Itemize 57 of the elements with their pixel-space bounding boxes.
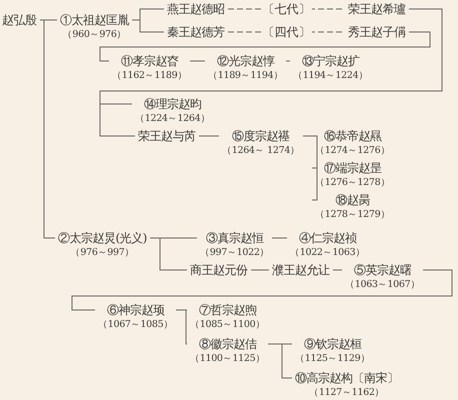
reign-years: （1274～1276）	[315, 144, 390, 157]
ruler-name: 秦王赵德芳	[167, 24, 224, 40]
reign-years: （1100～1125）	[190, 352, 266, 365]
reign-years: （1063～1067）	[345, 278, 420, 291]
connector-line	[40, 20, 56, 238]
ruler-name: ⑰端宗赵昰	[322, 160, 382, 176]
ruler-name: ⑯恭帝赵㬎	[322, 128, 383, 144]
connector-line	[176, 310, 188, 344]
ruler-name: 赵弘殷	[2, 12, 36, 28]
ruler-name: ⑬宁宗赵扩	[300, 53, 360, 69]
connector-line	[150, 238, 188, 270]
ruler-name: ②太宗赵炅(光义)	[58, 230, 147, 246]
ruler-name: 秀王赵子偁	[348, 24, 406, 40]
ruler-name: ⑭理宗赵昀	[142, 96, 202, 112]
reign-years: （1194～1224）	[293, 69, 368, 82]
reign-years: （1189～1194）	[208, 69, 284, 82]
connector-line	[302, 136, 318, 200]
reign-years: （976～997）	[70, 246, 136, 259]
ruler-name: 濮王赵允让	[272, 262, 330, 278]
connector-line	[100, 32, 430, 62]
ruler-name: 商王赵元份	[190, 262, 248, 278]
ruler-name: 荣王赵希瓐	[348, 1, 406, 17]
ruler-name: ⑦哲宗赵煦	[198, 302, 258, 318]
reign-years: （1085～1100）	[190, 318, 266, 331]
reign-years: （1067～1085）	[98, 318, 174, 331]
reign-years: （997～1022）	[200, 246, 270, 259]
ruler-name: ④仁宗赵祯	[298, 230, 358, 246]
ruler-name: ⑩高宗赵构〔南宋〕	[295, 370, 398, 386]
reign-years: （1125～1129）	[295, 352, 370, 365]
ruler-name: ⑫光宗赵惇	[216, 53, 276, 69]
connector-line	[286, 60, 290, 62]
reign-years: （1264～ 1274）	[222, 144, 300, 157]
ruler-name: ⑥神宗赵顼	[106, 302, 166, 318]
connector-line	[100, 8, 442, 136]
connector-line	[72, 270, 452, 310]
ruler-name: ①太祖赵匡胤	[60, 12, 129, 28]
connector-line	[268, 344, 292, 378]
ruler-name: ③真宗赵恒	[204, 230, 264, 246]
ruler-name: ⑱赵昺	[334, 192, 371, 208]
reign-years: （1162～1189）	[112, 69, 188, 82]
edge-label: 〔七代〕	[262, 2, 312, 16]
ruler-name: 燕王赵德昭	[167, 1, 224, 17]
reign-years: （1127～1162）	[308, 386, 386, 399]
ruler-name: ⑮度宗赵禥	[231, 128, 291, 144]
connector-line	[190, 60, 206, 62]
reign-years: （1278～1279）	[315, 208, 390, 221]
ruler-name: ⑪孝宗赵昚	[120, 53, 180, 69]
reign-years: （1022～1063）	[290, 246, 366, 259]
connector-line	[132, 20, 164, 32]
reign-years: （1276～1278）	[315, 176, 390, 189]
reign-years: （1224～1264）	[135, 112, 210, 125]
reign-years: （960～976）	[62, 28, 128, 41]
edge-label: 〔四代〕	[262, 25, 312, 39]
ruler-name: ⑧徽宗赵佶	[198, 336, 258, 352]
ruler-name: 荣王赵与芮	[138, 128, 196, 144]
ruler-name: ⑤英宗赵曙	[352, 262, 412, 278]
ruler-name: ⑨钦宗赵桓	[302, 336, 363, 352]
